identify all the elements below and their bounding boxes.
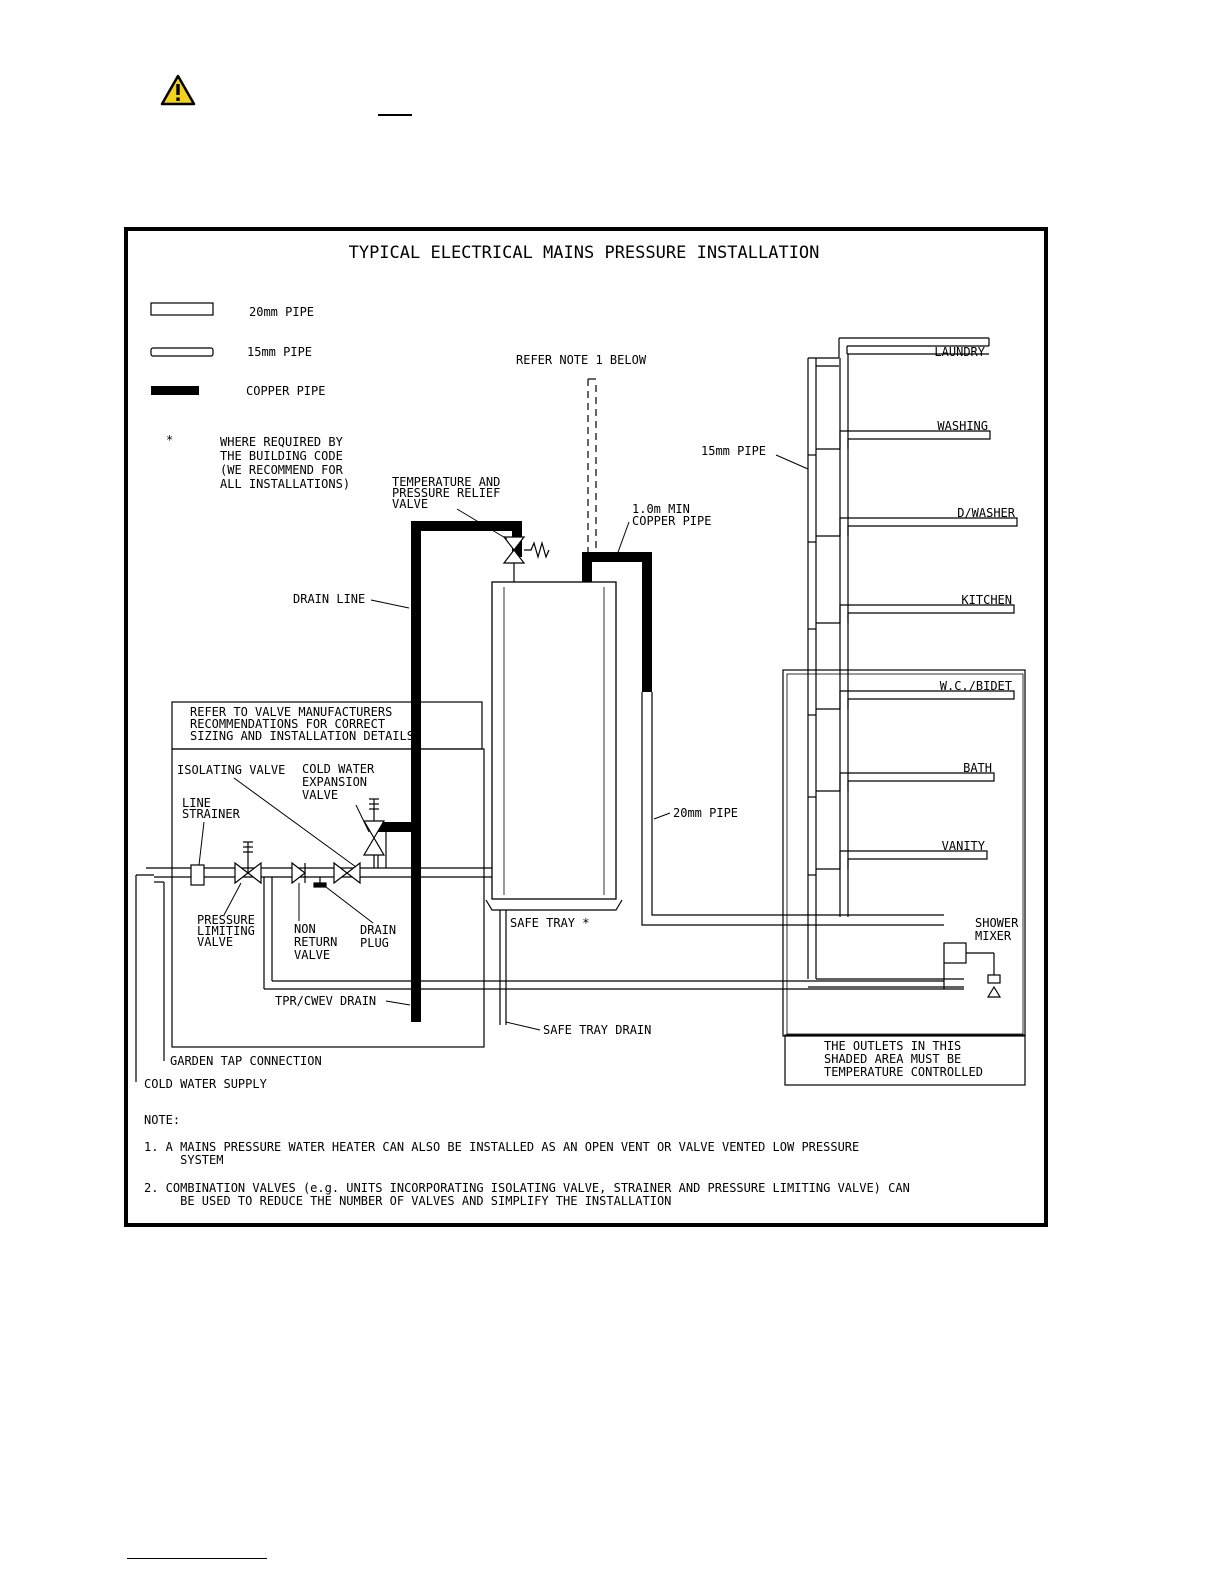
- safe-tray-drain-label: SAFE TRAY DRAIN: [543, 1023, 651, 1037]
- shower-head-icon: [987, 974, 1001, 984]
- outlet-label: VANITY: [942, 839, 986, 853]
- shaded-area-note: THE OUTLETS IN THIS SHADED AREA MUST BE …: [824, 1039, 983, 1079]
- warning-icon: [160, 74, 196, 106]
- installation-diagram: TYPICAL ELECTRICAL MAINS PRESSURE INSTAL…: [124, 227, 1048, 1227]
- outlet-vanity: VANITY: [808, 839, 988, 876]
- expansion-valve-label: COLD WATER EXPANSION VALVE: [302, 762, 381, 802]
- legend-15mm-pipe-symbol: [150, 347, 214, 357]
- outlet-label: BATH: [963, 761, 992, 775]
- legend-20mm-pipe-symbol: [150, 302, 214, 316]
- cold-water-supply-label: COLD WATER SUPPLY: [144, 1077, 268, 1091]
- legend-15mm-pipe-label: 15mm PIPE: [247, 345, 312, 359]
- outlet-bath: BATH: [808, 761, 995, 798]
- diagram-title: TYPICAL ELECTRICAL MAINS PRESSURE INSTAL…: [349, 243, 820, 263]
- line-strainer-symbol: [190, 864, 205, 886]
- valve-assembly-box: [171, 748, 485, 1048]
- shower-mixer-label: SHOWER MIXER: [975, 916, 1026, 943]
- tpr-valve-symbol: [502, 536, 550, 582]
- outlet-label: WASHING: [937, 419, 988, 433]
- garden-tap-label: GARDEN TAP CONNECTION: [170, 1054, 322, 1068]
- outlet-d-washer: D/WASHER: [808, 506, 1018, 543]
- safe-tray: [485, 899, 623, 911]
- copper-min-label: 1.0m MIN COPPER PIPE: [632, 502, 711, 528]
- note-2: 2. COMBINATION VALVES (e.g. UNITS INCORP…: [144, 1181, 917, 1208]
- outlet-label: D/WASHER: [957, 506, 1016, 520]
- outlet-label: W.C./BIDET: [940, 679, 1012, 693]
- water-heater-cylinder: [491, 581, 617, 900]
- drain-line-label: DRAIN LINE: [293, 592, 365, 606]
- outlet-washing: WASHING: [808, 419, 991, 456]
- legend-copper-pipe-symbol: [151, 386, 199, 395]
- outlets: LAUNDRY WASHING D/WASHER KITCHEN W.C./BIDET B…: [808, 345, 1018, 876]
- shaded-note-box: [784, 1034, 1026, 1086]
- legend-copper-pipe-label: COPPER PIPE: [246, 384, 325, 398]
- outlet-kitchen: KITCHEN: [808, 593, 1015, 630]
- drain-plug-symbol: [313, 877, 327, 888]
- outlet-label: KITCHEN: [961, 593, 1012, 607]
- pressure-limiting-valve-symbol: [234, 841, 262, 885]
- expansion-valve-symbol: [362, 798, 386, 868]
- line-strainer-label: LINE STRAINER: [182, 796, 241, 821]
- pipe-20mm-label: 20mm PIPE: [673, 806, 738, 820]
- header-underline: [378, 114, 412, 116]
- footer-rule: [127, 1558, 267, 1559]
- non-return-valve-symbol: [291, 861, 306, 885]
- non-return-label: NON RETURN VALVE: [294, 922, 345, 962]
- note-1: 1. A MAINS PRESSURE WATER HEATER CAN ALS…: [144, 1140, 866, 1167]
- refer-note-label: REFER NOTE 1 BELOW: [516, 353, 647, 367]
- legend-20mm-pipe-label: 20mm PIPE: [249, 305, 314, 319]
- shaded-area-box: [782, 669, 1026, 1037]
- safe-tray-label: SAFE TRAY *: [510, 916, 589, 930]
- legend-asterisk-note: WHERE REQUIRED BY THE BUILDING CODE (WE …: [220, 435, 350, 491]
- valve-recommendation-text: REFER TO VALVE MANUFACTURERS RECOMMENDAT…: [190, 705, 414, 743]
- outlet-label: LAUNDRY: [934, 345, 985, 359]
- shower-mixer-symbol: [943, 942, 967, 964]
- isolating-valve-symbol: [333, 861, 361, 885]
- isolating-valve-label: ISOLATING VALVE: [177, 763, 285, 777]
- copper-hot-pipe: [582, 552, 652, 692]
- tpr-drain-label: TPR/CWEV DRAIN: [275, 994, 376, 1008]
- outlet-laundry: LAUNDRY: [934, 345, 985, 359]
- diagram-frame: [124, 227, 1048, 1227]
- drain-plug-label: DRAIN PLUG: [360, 923, 403, 950]
- pipe-15mm-label: 15mm PIPE: [701, 444, 766, 458]
- hot-20mm-pipe: [641, 692, 944, 926]
- outlet-w-c-bidet: W.C./BIDET: [808, 679, 1015, 716]
- pressure-limiting-label: PRESSURE LIMITING VALVE: [197, 913, 262, 949]
- notes-heading: NOTE:: [144, 1113, 180, 1127]
- legend: 20mm PIPE 15mm PIPE COPPER PIPE * WHERE …: [150, 302, 350, 491]
- manifold-15mm-pipes: [807, 337, 990, 988]
- tpr-valve-label: TEMPERATURE AND PRESSURE RELIEF VALVE: [392, 475, 508, 511]
- legend-asterisk: *: [166, 433, 173, 447]
